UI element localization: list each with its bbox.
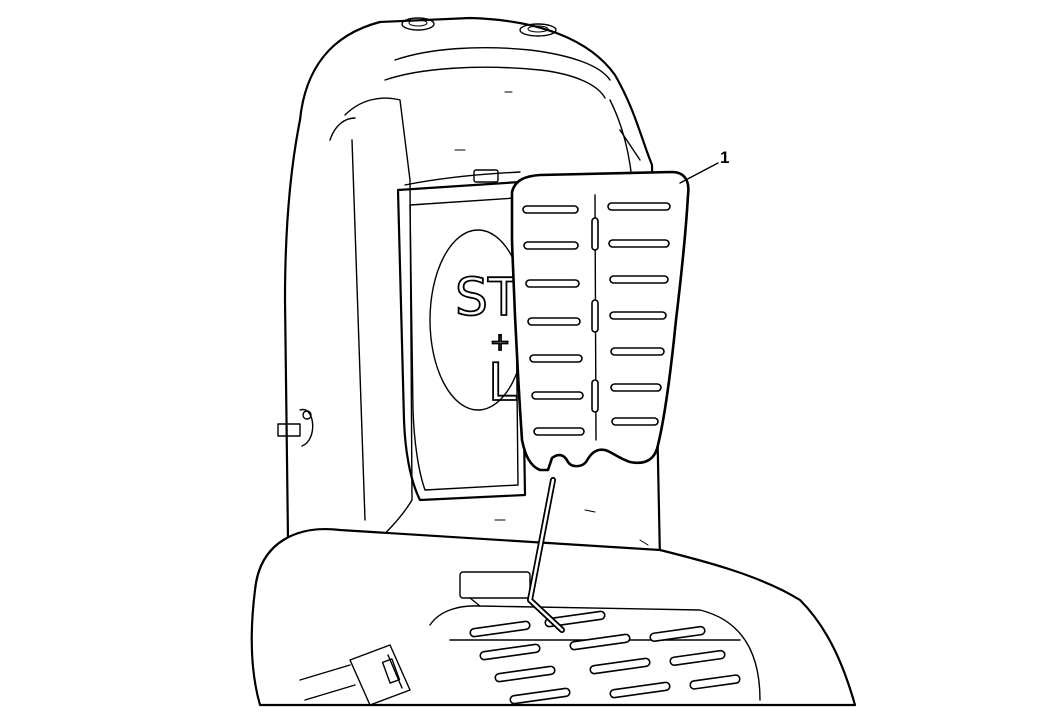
label-text-top: ST <box>455 268 520 328</box>
callout-1-label: 1 <box>720 148 729 167</box>
mounting-bolt <box>277 409 314 447</box>
seat-back-sensor-pad <box>510 170 690 472</box>
pad-slots-left <box>522 205 585 436</box>
seat-belt-buckle <box>299 644 411 706</box>
seat-back-recess-panel: ST + L <box>396 169 527 502</box>
pad-slots-right <box>607 202 671 426</box>
label-text-middle: + <box>490 328 510 356</box>
cushion-pad-slots <box>469 610 741 705</box>
sensor-pad-wire <box>527 477 565 633</box>
seat-cushion <box>250 528 857 707</box>
label-text-bottom: L <box>488 353 517 413</box>
callout-1: 1 <box>679 148 729 184</box>
